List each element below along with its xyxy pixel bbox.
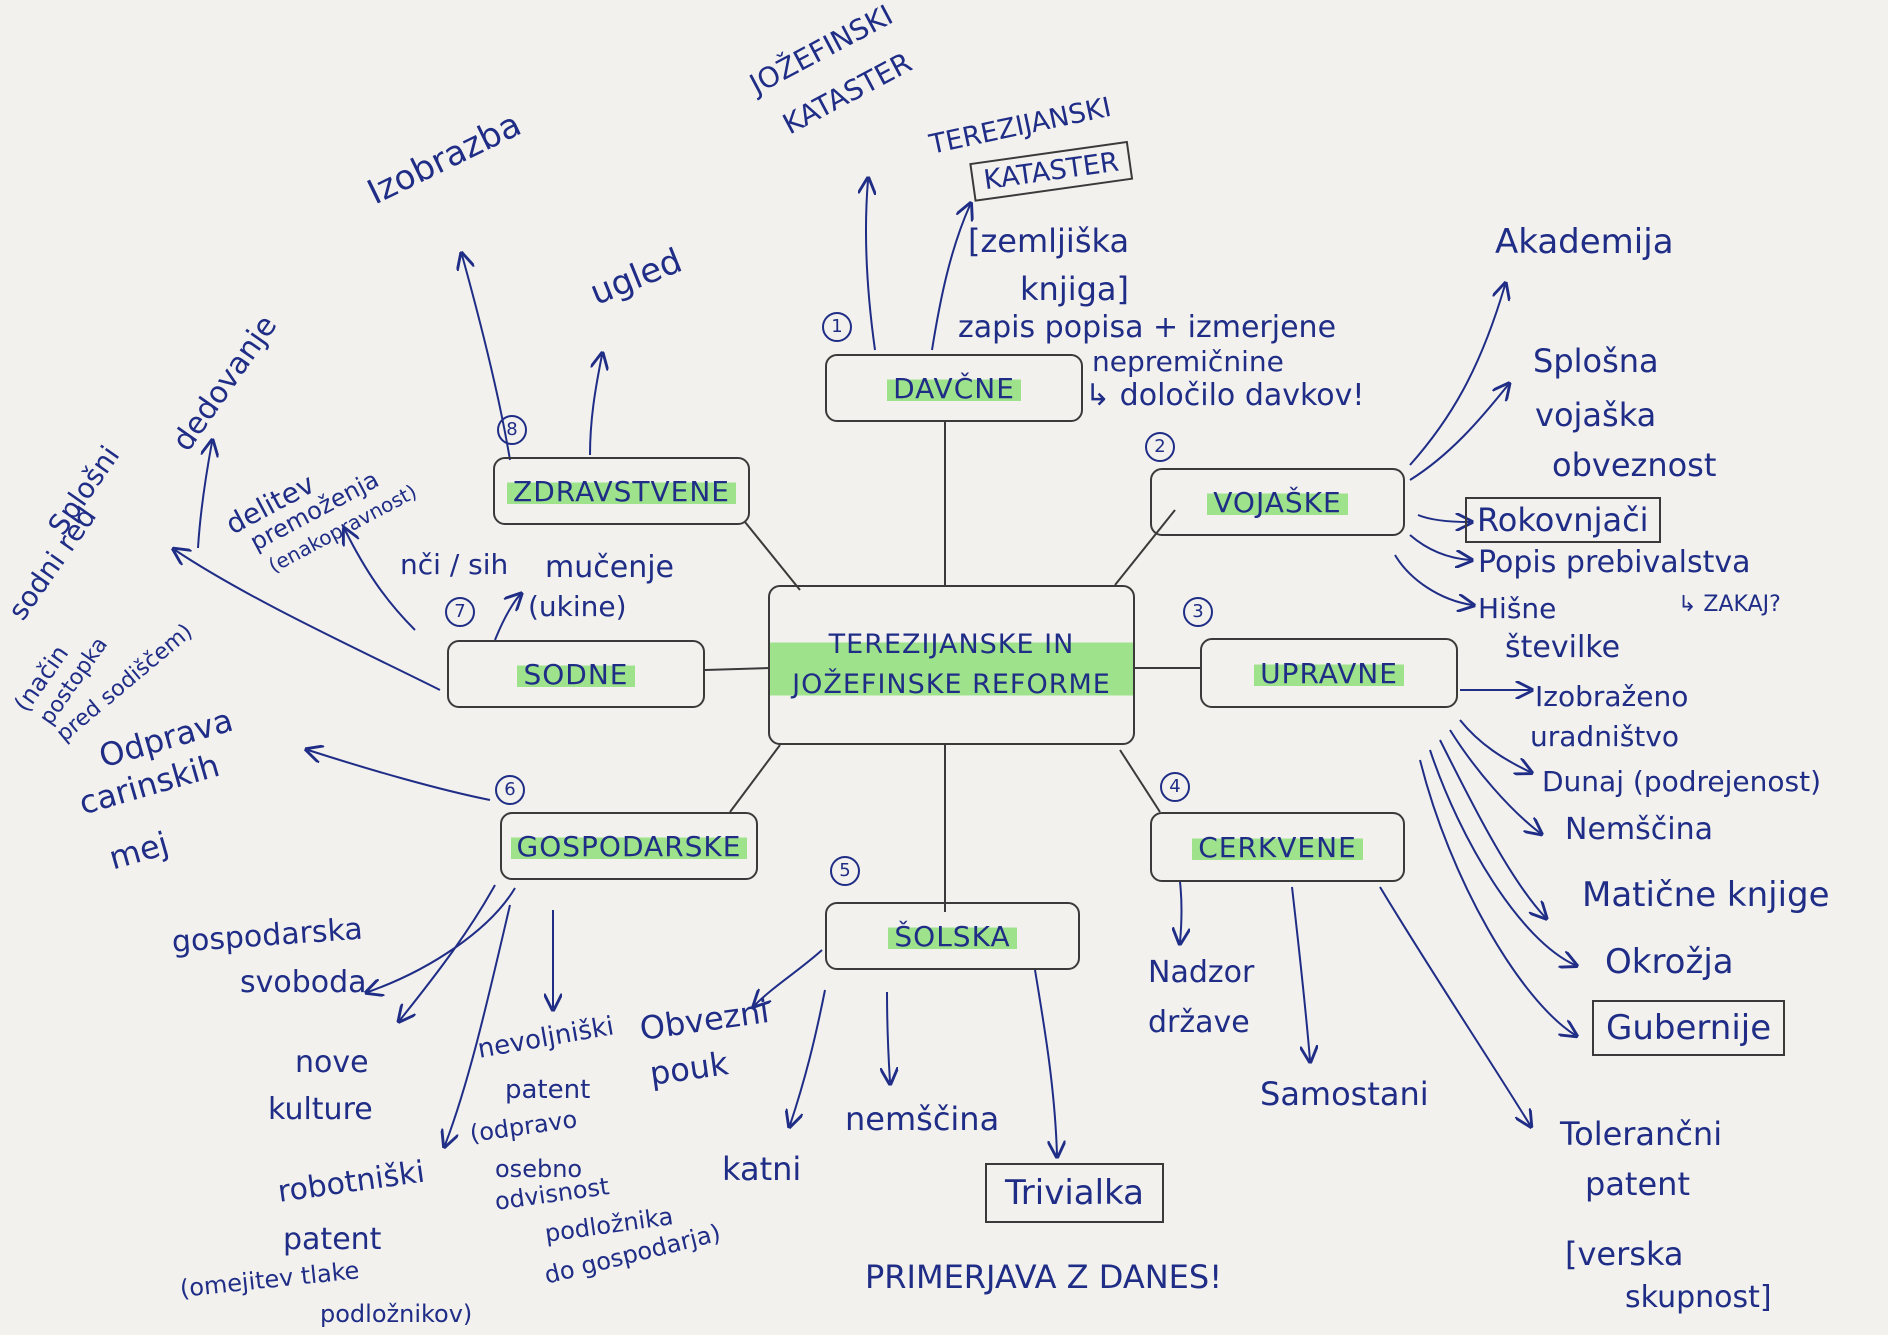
note-patent-gospodarske-1: patent [505,1075,591,1105]
note-stevilke: številke [1505,630,1621,665]
note-tolerancni: Tolerančni [1560,1115,1723,1153]
branch-solska-number: 5 [830,856,860,886]
branch-solska: ŠOLSKA [825,902,1080,970]
note-obveznost: obveznost [1552,446,1717,484]
branch-gospodarske-label: GOSPODARSKE [510,829,748,863]
branch-vojaske-number: 2 [1145,432,1175,462]
note-skupnost: skupnost] [1625,1280,1772,1315]
note-nadzor: Nadzor [1148,955,1255,990]
branch-gospodarske: GOSPODARSKE [500,812,758,880]
branch-davcne: DAVČNE [825,354,1083,422]
branch-sodne-number: 7 [445,597,475,627]
note-dolocilo: ↳ določilo davkov! [1085,378,1365,413]
note-drzave: države [1148,1005,1250,1040]
note-dunaj: Dunaj (podrejenost) [1542,765,1821,798]
branch-solska-label: ŠOLSKA [888,919,1017,953]
branch-upravne-number: 3 [1183,597,1213,627]
branch-davcne-label: DAVČNE [887,371,1021,405]
note-nemscina-upravne: Nemščina [1565,812,1713,847]
branch-gospodarske-number: 6 [495,775,525,805]
note-vojaska: vojaška [1535,396,1657,434]
note-akademija: Akademija [1495,222,1674,262]
note-osebno: osebno [495,1155,583,1183]
branch-cerkvene-label: CERKVENE [1192,830,1363,864]
note-zemljiska: [zemljiška [968,222,1130,260]
branch-upravne-label: UPRAVNE [1254,656,1404,690]
note-popis: Popis prebivalstva [1478,545,1751,580]
note-samostani: Samostani [1260,1075,1429,1113]
branch-vojaske-label: VOJAŠKE [1207,485,1348,519]
note-svoboda: svoboda [240,965,367,1000]
note-verska: [verska [1565,1235,1684,1273]
note-knjiga: knjiga] [1020,270,1129,308]
branch-upravne: UPRAVNE [1200,638,1458,708]
note-rokovnjaci: Rokovnjači [1465,497,1661,543]
note-nci: nči / sih [400,548,509,581]
note-katni: katni [722,1150,802,1188]
note-kulture: kulture [268,1092,373,1127]
branch-sodne-label: SODNE [517,657,635,691]
branch-zdravstvene: ZDRAVSTVENE [493,457,750,525]
note-ukine: (ukine) [528,590,627,623]
note-okrozja: Okrožja [1605,942,1734,982]
note-nemscina-solska: nemščina [845,1100,1000,1138]
branch-cerkvene: CERKVENE [1150,812,1405,882]
note-mucenje: mučenje [545,550,674,585]
central-topic-label: TEREZIJANSKE IN JOŽEFINSKE REFORME [770,625,1133,705]
note-patent-gospodarske-2: patent [283,1222,382,1257]
branch-vojaske: VOJAŠKE [1150,468,1405,536]
note-izobrazeno: Izobraženo [1535,680,1689,713]
note-patent-cerkvene: patent [1585,1165,1690,1203]
note-zapis: zapis popisa + izmerjene [958,310,1337,345]
note-podloznikov: podložnikov) [320,1300,473,1328]
branch-cerkvene-number: 4 [1160,772,1190,802]
branch-zdravstvene-number: 8 [497,415,527,445]
note-gubernije: Gubernije [1592,1000,1786,1056]
note-uradnistvo: uradništvo [1530,720,1679,753]
central-topic: TEREZIJANSKE IN JOŽEFINSKE REFORME [768,585,1135,745]
note-nove: nove [295,1045,369,1080]
branch-sodne: SODNE [447,640,705,708]
note-maticne: Matične knjige [1582,875,1830,915]
note-trivialka: Trivialka [985,1163,1164,1223]
branch-davcne-number: 1 [822,312,852,342]
note-splosna: Splošna [1533,342,1659,380]
note-nepremicnine: nepremičnine [1092,345,1284,378]
note-hisne: Hišne [1478,592,1557,625]
note-zakaj: ↳ ZAKAJ? [1678,592,1781,617]
branch-zdravstvene-label: ZDRAVSTVENE [507,474,736,508]
note-primerjava: PRIMERJAVA Z DANES! [865,1258,1223,1296]
